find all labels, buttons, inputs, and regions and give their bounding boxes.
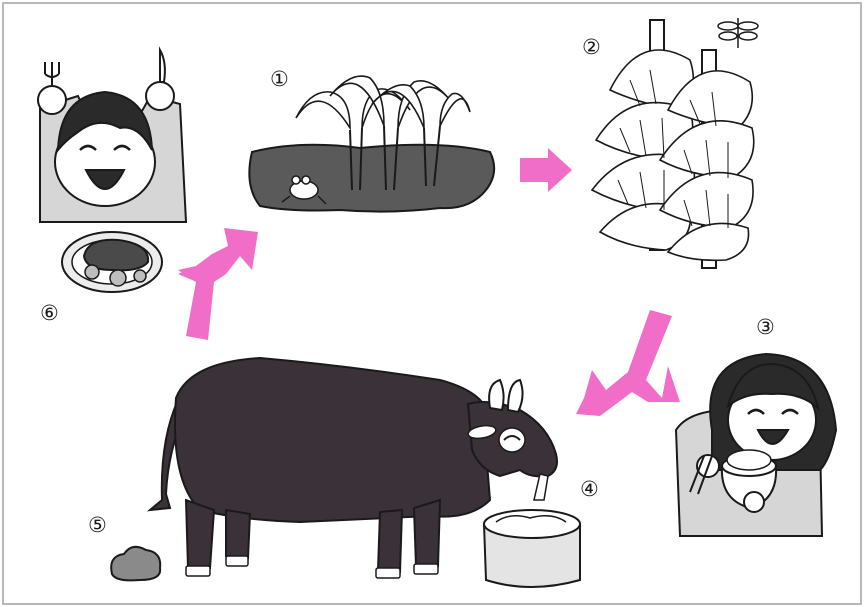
- step-label-4: ④: [580, 477, 599, 501]
- step-label-2: ②: [582, 35, 601, 59]
- step-label-3: ③: [756, 315, 775, 339]
- step-label-6: ⑥: [40, 301, 59, 325]
- feed-bucket-illustration: [484, 510, 580, 587]
- step-label-5: ⑤: [88, 513, 107, 537]
- step-label-1: ①: [270, 67, 289, 91]
